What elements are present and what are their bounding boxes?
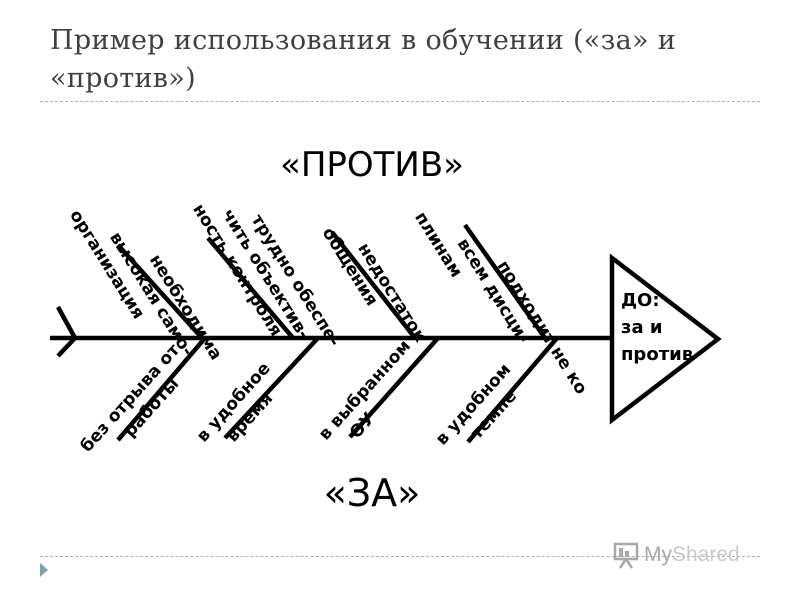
slide-title: Пример использования в обучении («за» и …: [50, 22, 750, 98]
watermark: MyShared: [612, 540, 740, 570]
footer-divider: [40, 556, 760, 557]
fish-head: [609, 253, 722, 425]
title-divider: [40, 101, 760, 102]
for-bone: [116, 336, 207, 442]
for-bone: [466, 336, 559, 444]
head-label-line: против: [621, 344, 693, 365]
watermark-text: MyShared: [644, 543, 740, 567]
watermark-text-suffix: Shared: [672, 543, 740, 566]
for-label: в удобном темпе: [432, 355, 536, 464]
against-heading: «ПРОТИВ»: [280, 145, 464, 185]
watermark-text-prefix: My: [644, 543, 672, 566]
for-heading: «ЗА»: [324, 471, 421, 515]
head-label: ДО: за и против: [621, 290, 693, 365]
against-bone: [116, 243, 204, 340]
svg-text:в удобном темпе: в удобном темпе: [432, 355, 536, 464]
for-label: в удобное время: [193, 354, 295, 461]
head-label-line: за и: [621, 317, 662, 338]
against-bone: [463, 223, 547, 340]
for-bone: [348, 336, 440, 439]
head-label-line: ДО:: [621, 290, 660, 311]
against-bone: [206, 236, 295, 340]
for-bone: [223, 336, 320, 440]
bullet-arrow-icon: [40, 563, 48, 577]
tail: [56, 305, 78, 358]
slide-title-line-2: «против»): [50, 63, 196, 94]
slide-title-line-1: Пример использования в обучении («за» и: [50, 25, 677, 56]
against-bone: [330, 230, 417, 340]
presentation-board-icon: [613, 542, 639, 569]
svg-text:в удобное время: в удобное время: [193, 354, 295, 461]
